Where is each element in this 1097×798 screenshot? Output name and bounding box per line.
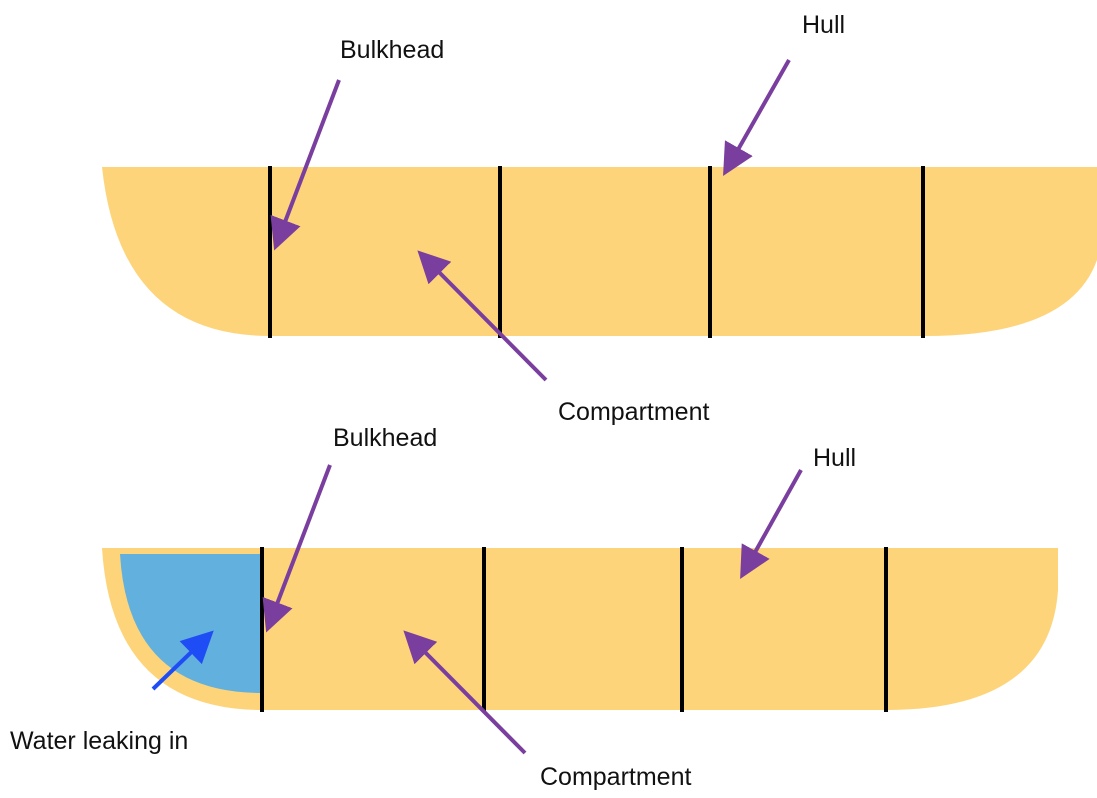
top-compartment-label: Compartment — [558, 398, 709, 426]
top-hull — [102, 167, 1097, 336]
water-pointer — [151, 630, 214, 691]
bottom-hull-pointer — [740, 469, 803, 579]
bottom-hull-label: Hull — [813, 444, 856, 472]
bottom-hull — [102, 548, 1058, 710]
bottom-compartment-label: Compartment — [540, 763, 691, 791]
bottom-bulkhead-label: Bulkhead — [333, 424, 437, 452]
bottom-compartment-pointer — [403, 630, 527, 755]
bottom-bulkhead-pointer — [262, 464, 332, 633]
top-bulkhead-label: Bulkhead — [340, 36, 444, 64]
top-compartment-pointer — [417, 250, 548, 382]
top-ship: Bulkhead Hull Compartment — [102, 11, 1097, 426]
top-hull-label: Hull — [802, 11, 845, 39]
water-label: Water leaking in — [10, 727, 188, 755]
bottom-ship: Bulkhead Hull Compartment Water leaking … — [10, 424, 1058, 791]
top-bulkhead-pointer — [270, 79, 341, 251]
top-hull-pointer — [723, 59, 791, 176]
water — [120, 554, 262, 693]
